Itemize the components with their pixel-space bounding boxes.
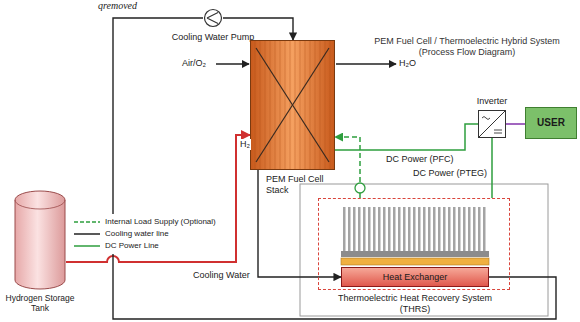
flow-connector [258,170,341,277]
fuel-cell-stack: PEM Fuel Cell Stack [250,40,335,170]
label-holder: Thermoelectric Heat Recovery System (THR… [337,293,493,315]
diagram-title: PEM Fuel Cell / Thermoelectric Hybrid Sy… [362,36,572,58]
edge-label: H₂ [239,139,251,150]
node-label: Heat Exchanger [383,272,448,283]
air-inlet-line [216,63,249,64]
legend-swatch [73,242,101,250]
label-holder: DC Power (PFC) [385,154,455,165]
tank-icon [14,190,66,290]
heat-exchanger: Heat Exchanger [341,267,489,287]
label-holder: PEM Fuel Cell Stack [266,174,336,196]
label-holder: Inverter [472,96,512,107]
edge-label: DC Power (PTEG) [412,168,488,179]
edge-label: DC Power (PFC) [385,154,455,165]
thrs-housing [300,184,548,316]
legend-row: Internal Load Supply (Optional) [73,216,216,228]
legend-text: DC Power Line [105,241,159,251]
water-outlet-line [336,63,396,64]
hydrogen-tank: Hydrogen Storage Tank [14,190,66,290]
label-holder: Hydrogen Storage Tank [4,293,76,313]
flow-connector [66,135,250,262]
node-label: PEM Fuel Cell Stack [266,174,336,196]
inverter-icon [478,110,506,138]
node-label: USER [537,117,565,129]
label-holder: Cooling Water [192,270,251,281]
node-label: Thermoelectric Heat Recovery System (THR… [337,293,493,315]
node-label: Hydrogen Storage Tank [4,293,76,313]
label-holder: DC Power (PTEG) [412,168,488,179]
label-holder: qremoved [98,0,137,12]
flow-connector [491,138,493,198]
legend-text: Internal Load Supply (Optional) [105,217,216,227]
pump-symbol: Cooling Water Pump [203,8,223,28]
inverter-box: Inverter [478,110,506,138]
flow-connector [113,18,556,319]
label-holder: Air/O₂ [182,58,206,69]
legend-swatch [73,218,101,226]
pump-icon [203,8,223,28]
legend-swatch [73,230,101,238]
legend-row: DC Power Line [73,240,216,252]
flow-label: H₂O [399,58,416,69]
legend-row: Cooling water line [73,228,216,240]
stack-illustration [250,40,335,170]
node-label: Inverter [472,96,512,107]
flow-connector [506,123,525,125]
user-box: USER [525,107,577,139]
flow-label: qremoved [98,0,137,12]
label-holder: H₂O [399,58,416,69]
edge-label: Cooling Water [192,270,251,281]
flow-label: Air/O₂ [182,58,206,69]
legend-box: Internal Load Supply (Optional) Cooling w… [70,214,219,254]
legend-text: Cooling water line [105,229,169,239]
meter-symbol [355,183,365,193]
label-holder: H₂ [239,139,251,150]
thrs-region: Thermoelectric Heat Recovery System (THR… [318,198,510,290]
